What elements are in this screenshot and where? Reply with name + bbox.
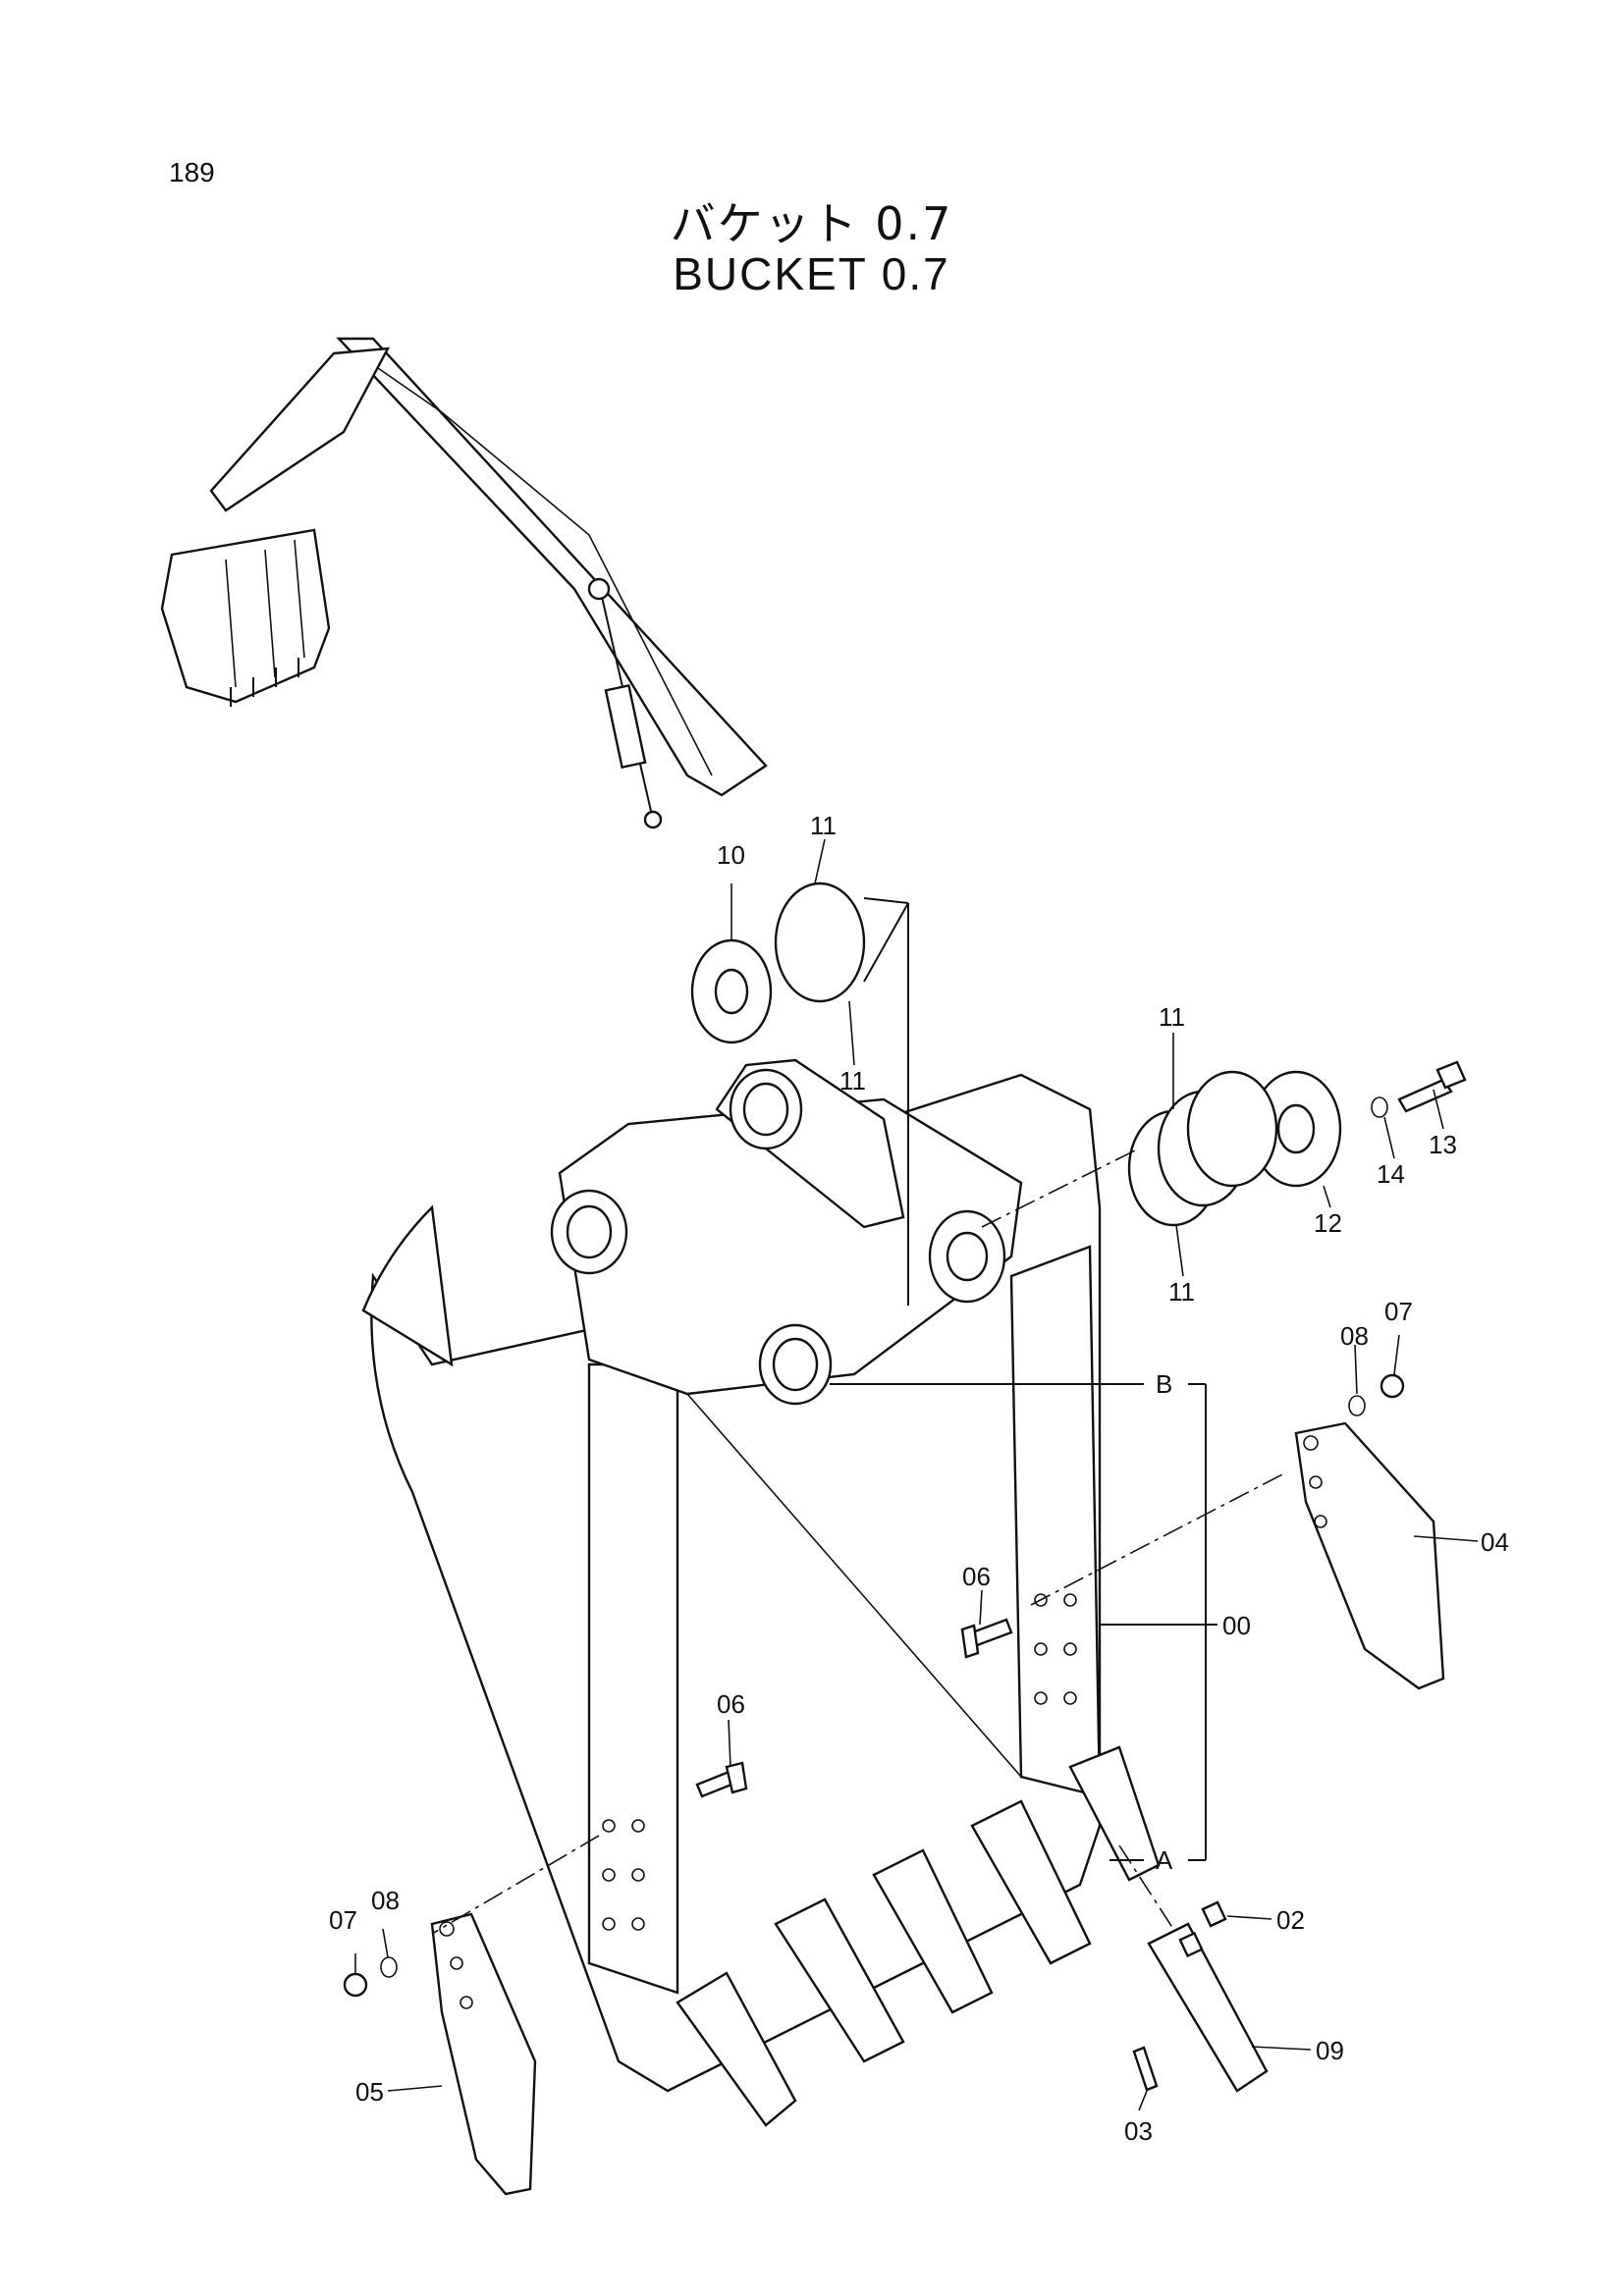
callout-06-lower: 06: [717, 1689, 745, 1719]
callout-03: 03: [1124, 2116, 1153, 2146]
callout-04: 04: [1481, 1527, 1509, 1557]
bucket-body: [361, 1058, 1102, 2093]
callout-08-right: 08: [1340, 1321, 1369, 1351]
title-japanese: バケット 0.7: [670, 197, 953, 250]
callout-11-right-upper: 11: [1159, 1002, 1185, 1032]
callout-B: B: [1156, 1369, 1172, 1399]
callout-07-right: 07: [1384, 1297, 1413, 1326]
side-plate-holes: [602, 1593, 1077, 1931]
leader-lines: [354, 838, 1479, 2111]
callout-06-upper: 06: [962, 1562, 991, 1591]
callout-08-left: 08: [371, 1886, 400, 1915]
page-number: 189: [169, 157, 215, 187]
side-cutters: [343, 1373, 1445, 2196]
callout-14: 14: [1377, 1159, 1405, 1189]
callout-13: 13: [1429, 1130, 1457, 1159]
callout-12: 12: [1314, 1208, 1342, 1238]
callout-11-top: 11: [810, 811, 837, 840]
reference-brackets: [830, 1383, 1217, 1861]
callout-09: 09: [1316, 2036, 1344, 2065]
callout-00: 00: [1222, 1611, 1251, 1640]
callout-07-left: 07: [329, 1905, 357, 1935]
title-english: BUCKET 0.7: [673, 248, 950, 299]
callout-02: 02: [1276, 1905, 1305, 1935]
exploded-hardware: [690, 881, 1467, 1306]
callout-A: A: [1156, 1845, 1173, 1875]
callout-05: 05: [355, 2077, 384, 2107]
callout-11-right-lower: 11: [1168, 1277, 1195, 1307]
callout-11-left-lower: 11: [839, 1066, 866, 1095]
callout-10: 10: [717, 840, 745, 870]
bucket-teeth: [676, 1745, 1161, 2127]
excavator-arm-illustration: [160, 337, 768, 829]
tooth-assembly: [1118, 1844, 1269, 2093]
bucket-bosses: [550, 1068, 1006, 1406]
